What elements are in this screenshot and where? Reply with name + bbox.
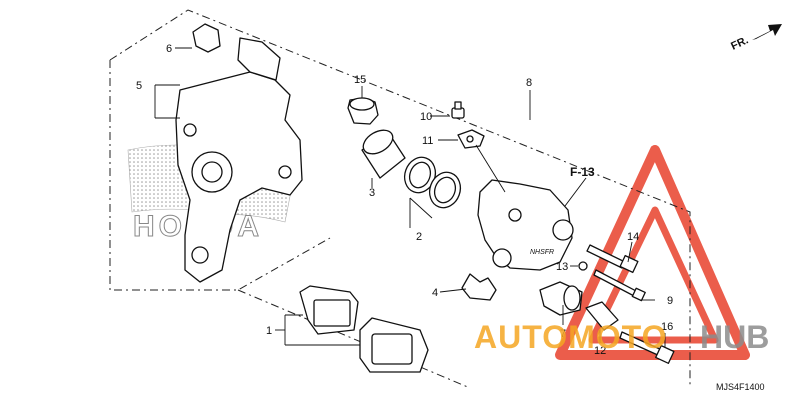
caliper-bolt (593, 269, 646, 302)
bracket-group-outline (109, 60, 331, 291)
callout-12: 12 (594, 345, 606, 357)
pad-group-outline (237, 289, 471, 389)
callout-4: 4 (432, 287, 438, 299)
caliper-piston (361, 129, 406, 179)
callout-10: 10 (420, 111, 432, 123)
arrow-icon (752, 24, 782, 40)
front-direction-indicator: FR. (729, 24, 782, 53)
watermark-text: AUTOMOTO HUB (474, 319, 769, 355)
callout-5: 5 (136, 80, 142, 92)
callout-3: 3 (369, 187, 375, 199)
pin-sleeve (585, 301, 619, 331)
front-label: FR. (729, 34, 750, 52)
callout-7: 7 (560, 328, 566, 340)
callout-9: 9 (667, 295, 673, 307)
bleeder-screw (451, 101, 465, 119)
watermark-triangle (555, 145, 750, 360)
caliper-body: NHSFR (477, 179, 574, 271)
leader-lines (154, 47, 666, 348)
pad-spring (461, 273, 497, 301)
diagram-code: MJS4F1400 (716, 382, 765, 392)
bleeder-cap (457, 129, 485, 149)
group-boundaries (109, 9, 691, 389)
callout-labels: 1 2 3 4 5 6 7 8 9 10 11 12 13 14 15 16 (136, 43, 673, 357)
pin-boot (347, 97, 379, 125)
piston-seals (403, 156, 462, 209)
o-ring (578, 261, 588, 271)
brake-pads (299, 285, 429, 373)
callout-2: 2 (416, 231, 422, 243)
bracket-retainer-clip (192, 23, 221, 53)
callout-13: 13 (556, 261, 568, 273)
callout-11: 11 (422, 135, 433, 147)
callout-8: 8 (526, 77, 532, 89)
svg-text:NHSFR: NHSFR (530, 249, 554, 256)
caliper-pin (586, 244, 639, 274)
pin-boot-lower (539, 281, 583, 316)
section-reference: F-13 (570, 165, 595, 179)
mounting-bolt (619, 331, 675, 364)
watermark-word-orange: AUTOMOTO (474, 319, 667, 355)
callout-15: 15 (354, 74, 366, 86)
watermark-word-gray: HUB (700, 319, 769, 355)
callout-16: 16 (661, 321, 673, 333)
callout-1: 1 (266, 325, 272, 337)
callout-14: 14 (627, 231, 639, 243)
caliper-bracket (175, 37, 303, 283)
caliper-group-outline (109, 9, 691, 388)
callout-6: 6 (166, 43, 172, 55)
